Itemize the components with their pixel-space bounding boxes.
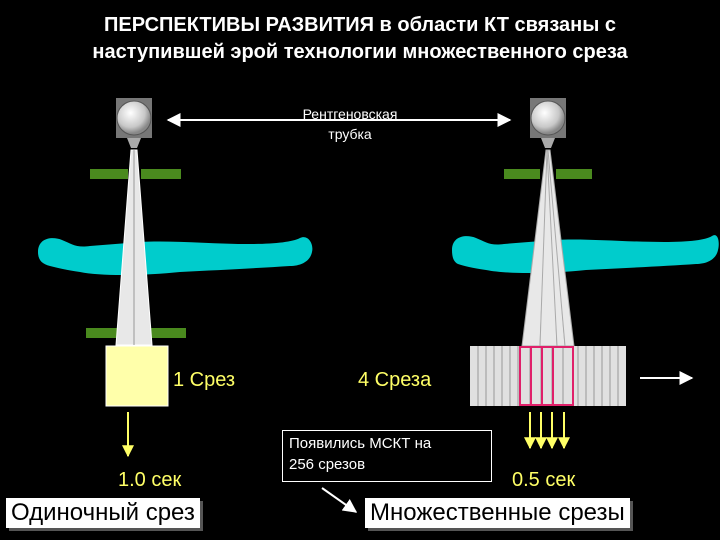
xray-tube-icon (530, 98, 566, 148)
title-line: наступившей эрой технологии множественно… (92, 41, 628, 63)
title-line: ПЕРСПЕКТИВЫ РАЗВИТИЯ в области КТ связан… (104, 14, 616, 36)
collimator-top-right (141, 169, 181, 179)
mskt-note-line: Появились МСКТ на (289, 435, 432, 452)
collimator-top-left (90, 169, 128, 179)
tube-label-line: трубка (328, 126, 372, 142)
single-slice-caption: Одиночный срез (6, 498, 200, 528)
single-slice-label: 1 Срез (173, 369, 236, 391)
xray-tube-label: Рентгеновская трубка (270, 104, 430, 144)
collimator-top-right (556, 169, 592, 179)
mskt-note-line: 256 срезов (289, 456, 366, 473)
detector-single (105, 345, 169, 407)
collimator-bottom-left (86, 328, 126, 338)
single-time-label: 1.0 сек (118, 469, 182, 491)
multi-slice-label: 4 Среза (358, 369, 432, 391)
xray-beam-single (115, 149, 153, 346)
multi-slice-caption: Множественные срезы (365, 498, 630, 528)
patient-body-icon (452, 235, 719, 273)
tube-label-line: Рентгеновская (302, 106, 398, 122)
collimator-bottom-right (148, 328, 186, 338)
arrow-icon (321, 487, 358, 513)
multi-time-label: 0.5 сек (512, 469, 576, 491)
patient-body-icon (38, 237, 313, 275)
page-title: ПЕРСПЕКТИВЫ РАЗВИТИЯ в области КТ связан… (0, 12, 720, 66)
detector-array (470, 346, 626, 406)
collimator-top-left (504, 169, 540, 179)
xray-tube-icon (116, 98, 152, 148)
arrow-icon (524, 412, 570, 450)
mskt-note: Появились МСКТ на 256 срезов (282, 430, 492, 482)
